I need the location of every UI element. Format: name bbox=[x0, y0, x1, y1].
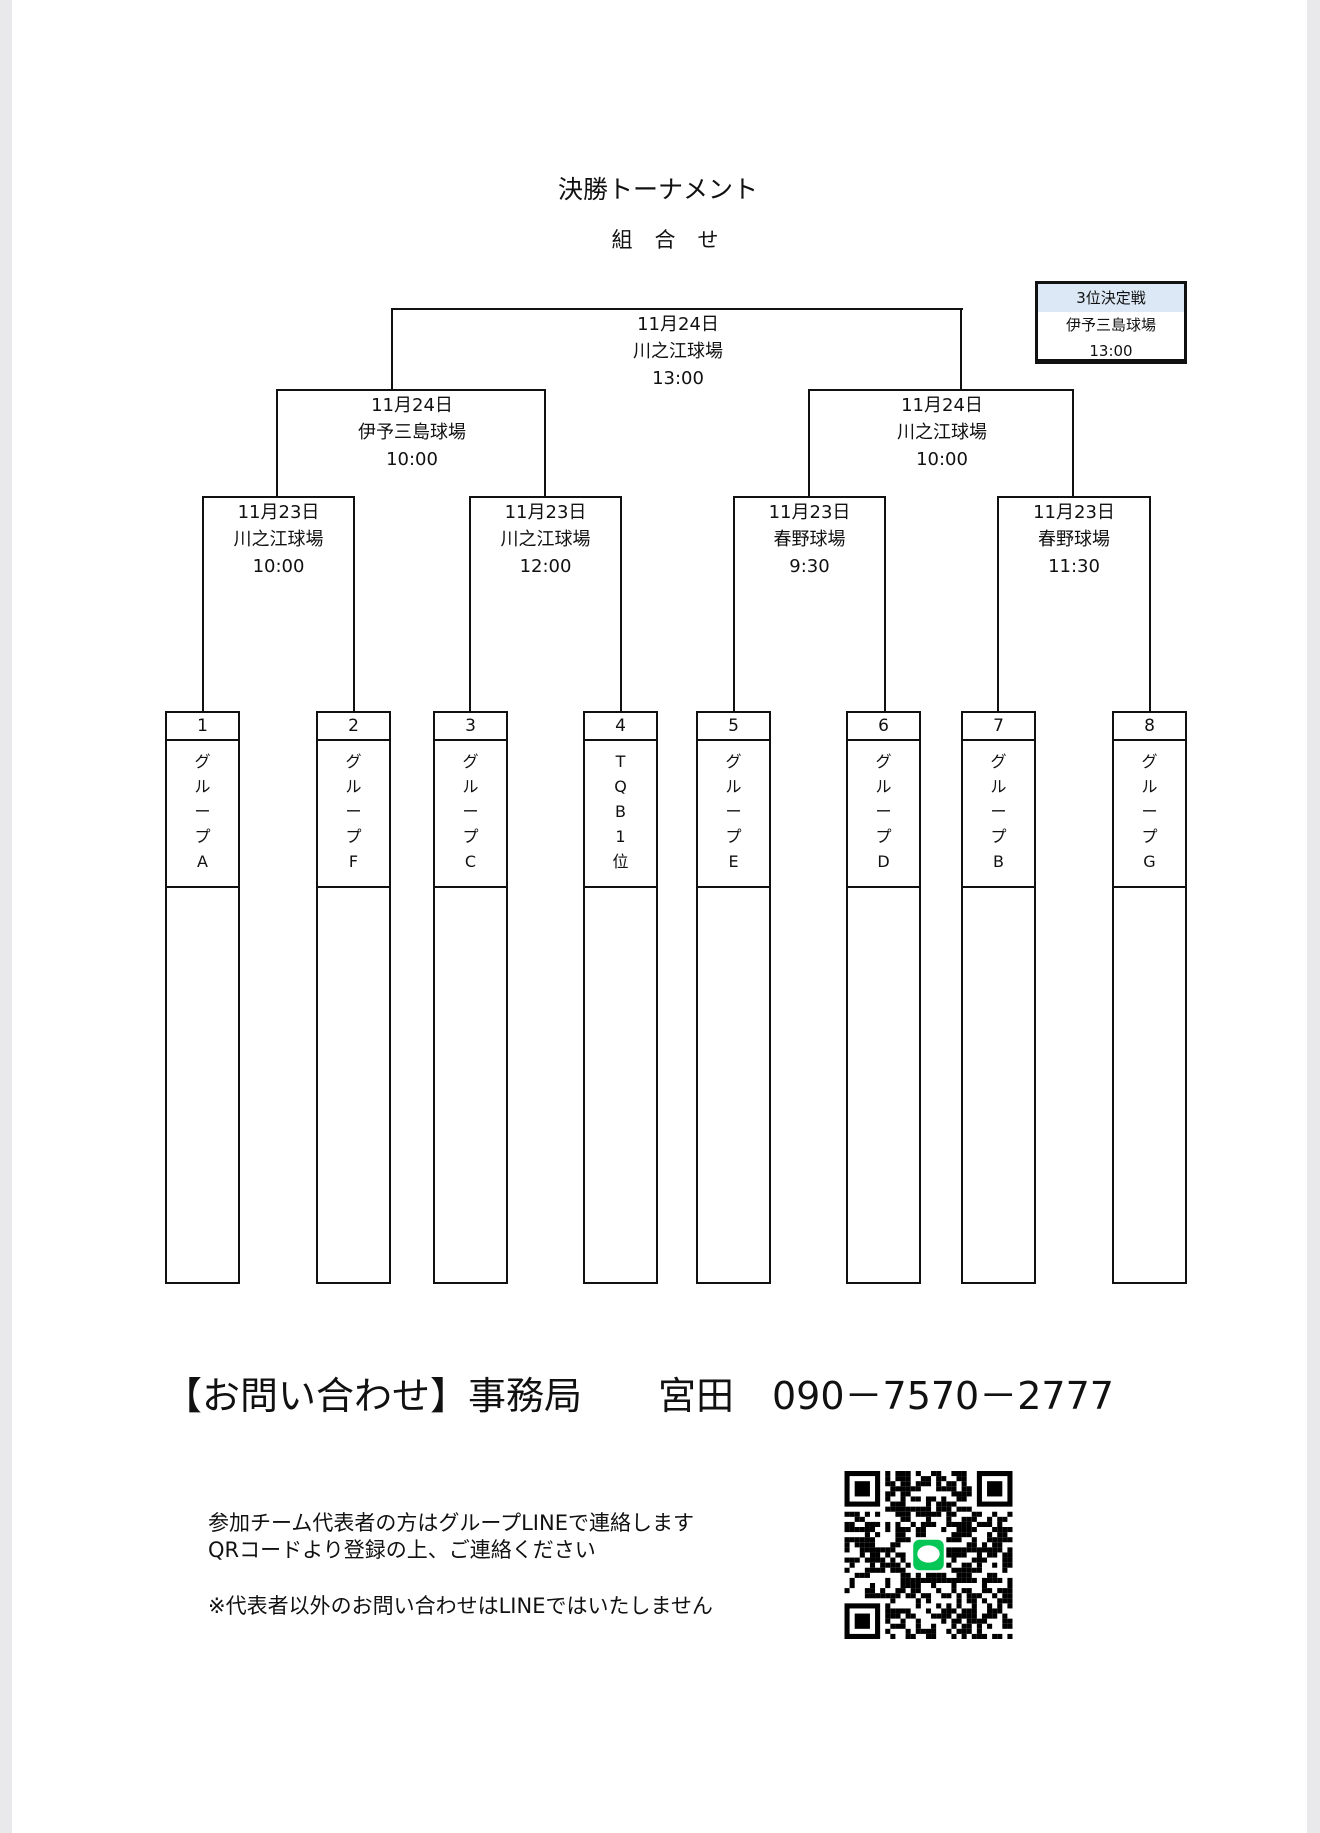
match-time: 9:30 bbox=[789, 556, 830, 577]
match-venue: 春野球場 bbox=[1038, 529, 1110, 550]
bracket-line bbox=[997, 496, 999, 712]
match-time: 10:00 bbox=[386, 449, 438, 470]
team-number: 2 bbox=[318, 713, 389, 741]
bracket-line bbox=[960, 308, 962, 390]
bracket-line bbox=[202, 496, 355, 498]
team-slot: 8 グループG bbox=[1112, 711, 1187, 1284]
match-venue: 川之江球場 bbox=[500, 529, 591, 550]
match-date: 11月24日 bbox=[637, 314, 719, 335]
team-name: グループA bbox=[192, 741, 213, 888]
match-venue: 伊予三島球場 bbox=[358, 422, 466, 443]
bracket-line bbox=[733, 496, 735, 712]
bracket-line bbox=[469, 496, 622, 498]
note-line-2: QRコードより登録の上、ご連絡ください bbox=[208, 1538, 596, 1562]
bracket-line bbox=[391, 308, 963, 310]
quarterfinal-info: 11月23日 川之江球場 12:00 bbox=[426, 499, 666, 580]
match-date: 11月24日 bbox=[901, 395, 983, 416]
bracket-line bbox=[997, 496, 1151, 498]
match-venue: 春野球場 bbox=[773, 529, 846, 550]
bracket-line bbox=[884, 496, 886, 712]
bracket-line bbox=[733, 496, 886, 498]
semifinal-2-info: 11月24日 川之江球場 10:00 bbox=[822, 392, 1062, 473]
team-slot: 4 TQB1位 bbox=[583, 711, 658, 1284]
match-venue: 川之江球場 bbox=[897, 422, 987, 443]
match-date: 11月23日 bbox=[237, 502, 320, 523]
quarterfinal-info: 11月23日 春野球場 9:30 bbox=[690, 499, 930, 580]
team-slot: 2 グループF bbox=[316, 711, 391, 1284]
team-number: 1 bbox=[167, 713, 238, 741]
match-date: 11月24日 bbox=[371, 395, 453, 416]
team-number: 8 bbox=[1114, 713, 1185, 741]
bracket-line bbox=[276, 389, 546, 391]
bracket-line bbox=[808, 389, 810, 497]
bracket-line bbox=[1149, 496, 1151, 712]
line-qr-code[interactable] bbox=[842, 1471, 1015, 1639]
match-time: 10:00 bbox=[252, 556, 305, 577]
match-time: 12:00 bbox=[519, 556, 572, 577]
bracket-line bbox=[469, 496, 471, 712]
team-name: グループC bbox=[460, 741, 481, 888]
team-name: グループG bbox=[1139, 741, 1160, 888]
team-name: グループF bbox=[343, 741, 364, 888]
third-place-time: 13:00 bbox=[1089, 342, 1133, 360]
team-number: 3 bbox=[435, 713, 506, 741]
match-time: 13:00 bbox=[652, 368, 704, 389]
bracket-line bbox=[544, 389, 546, 497]
note-line-3: ※代表者以外のお問い合わせはLINEではいたしません bbox=[208, 1594, 713, 1618]
team-number: 5 bbox=[698, 713, 769, 741]
final-match-info: 11月24日 川之江球場 13:00 bbox=[558, 311, 798, 392]
bracket-line bbox=[391, 308, 393, 390]
match-venue: 川之江球場 bbox=[633, 341, 723, 362]
page-subtitle: 組合せ bbox=[611, 228, 741, 252]
note-line-1: 参加チーム代表者の方はグループLINEで連絡します bbox=[208, 1511, 694, 1535]
bracket-line bbox=[620, 496, 622, 712]
team-name: グループB bbox=[988, 741, 1009, 888]
team-slot: 5 グループE bbox=[696, 711, 771, 1284]
match-time: 11:30 bbox=[1048, 556, 1100, 577]
bracket-line bbox=[353, 496, 355, 712]
team-slot: 6 グループD bbox=[846, 711, 921, 1284]
match-venue: 川之江球場 bbox=[233, 529, 324, 550]
team-slot: 3 グループC bbox=[433, 711, 508, 1284]
team-slot: 1 グループA bbox=[165, 711, 240, 1284]
team-slot: 7 グループB bbox=[961, 711, 1036, 1284]
quarterfinal-info: 11月23日 川之江球場 10:00 bbox=[159, 499, 399, 580]
contact-info: 【お問い合わせ】事務局 宮田 090－7570－2777 bbox=[164, 1374, 1114, 1418]
bracket-line bbox=[276, 389, 278, 497]
bracket-line bbox=[1072, 389, 1074, 497]
team-name: TQB1位 bbox=[610, 741, 631, 888]
bracket-line bbox=[202, 496, 204, 712]
semifinal-1-info: 11月24日 伊予三島球場 10:00 bbox=[292, 392, 532, 473]
quarterfinal-info: 11月23日 春野球場 11:30 bbox=[954, 499, 1194, 580]
match-time: 10:00 bbox=[916, 449, 968, 470]
third-place-venue: 伊予三島球場 bbox=[1065, 316, 1156, 334]
match-date: 11月23日 bbox=[504, 502, 587, 523]
bracket-line bbox=[808, 389, 1074, 391]
team-number: 6 bbox=[848, 713, 919, 741]
third-place-title: 3位決定戦 bbox=[1038, 284, 1184, 312]
team-name: グループD bbox=[873, 741, 894, 888]
third-place-box: 3位決定戦 伊予三島球場 13:00 bbox=[1035, 281, 1187, 364]
team-number: 4 bbox=[585, 713, 656, 741]
team-name: グループE bbox=[723, 741, 744, 888]
match-date: 11月23日 bbox=[1033, 502, 1115, 523]
team-number: 7 bbox=[963, 713, 1034, 741]
match-date: 11月23日 bbox=[768, 502, 851, 523]
page-title: 決勝トーナメント bbox=[557, 175, 758, 204]
